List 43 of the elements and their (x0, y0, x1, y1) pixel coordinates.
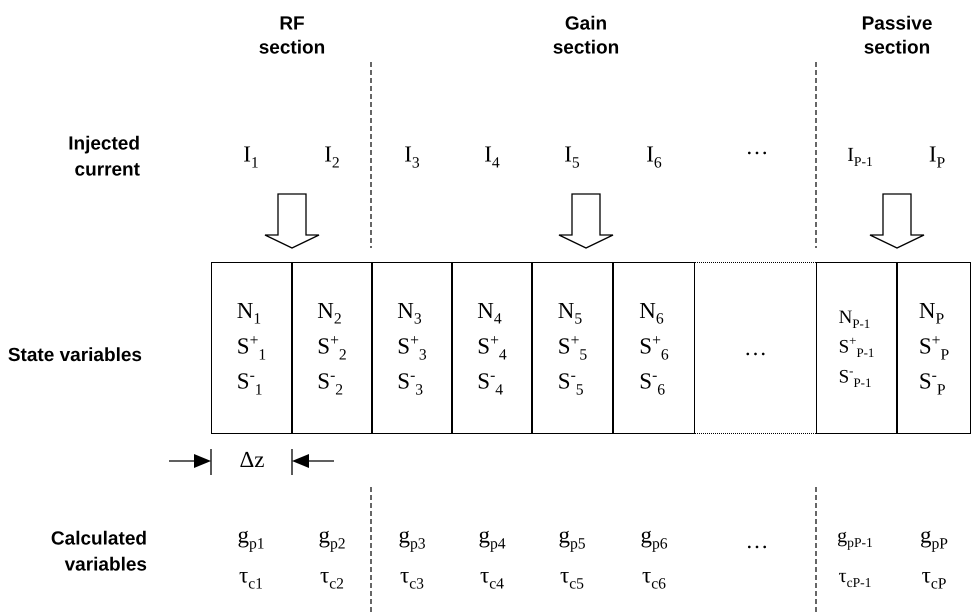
lifetime-symbol: τ$_{c5}$ (560, 562, 584, 594)
section-heading: RF section (258, 12, 326, 60)
lifetime-symbol: τ$_{c2}$ (320, 562, 344, 594)
gain-symbol: g$_{p5}$ (558, 522, 586, 554)
lifetime-symbol: τ$_{cP}$ (922, 562, 946, 594)
gain-symbol: g$_{p4}$ (478, 522, 506, 554)
current-symbol: I$_{1}$ (243, 142, 259, 172)
current-symbol: I$_{5}$ (564, 142, 580, 172)
current-symbol: I$_{3}$ (404, 142, 420, 172)
dimension-label: Δz (240, 447, 264, 473)
section-heading: Gain section (552, 12, 620, 60)
lifetime-symbol: τ$_{cP-1}$ (838, 565, 872, 591)
gain-symbol: g$_{pP}$ (920, 522, 948, 554)
row-heading: Calculated variables (50, 527, 147, 577)
gain-symbol: g$_{p3}$ (398, 522, 426, 554)
current-symbol: I$_{4}$ (484, 142, 500, 172)
gain-symbol: g$_{pP-1}$ (837, 525, 873, 551)
lifetime-symbol: τ$_{c6}$ (642, 562, 666, 594)
segment-box (897, 262, 971, 434)
ellipsis: … (746, 134, 768, 160)
lifetime-symbol: τ$_{c1}$ (239, 562, 263, 594)
gain-symbol: g$_{p6}$ (640, 522, 668, 554)
segment-box (452, 262, 532, 434)
segment-box (211, 262, 292, 434)
segment-box (532, 262, 613, 434)
segment-box (372, 262, 452, 434)
segment-box (816, 262, 897, 434)
current-symbol: I$_{2}$ (324, 142, 340, 172)
segment-box (613, 262, 695, 434)
lifetime-symbol: τ$_{c4}$ (480, 562, 504, 594)
lifetime-symbol: τ$_{c3}$ (400, 562, 424, 594)
gain-symbol: g$_{p2}$ (318, 522, 346, 554)
row-heading: State variables (6, 344, 142, 368)
current-symbol: I$_{6}$ (646, 142, 662, 172)
current-symbol: I$_{P}$ (928, 142, 946, 172)
row-heading: Injected current (67, 132, 140, 182)
current-symbol: I$_{P-1}$ (847, 144, 873, 170)
section-heading: Passive section (860, 12, 934, 60)
ellipsis: … (746, 528, 768, 554)
segment-box (292, 262, 372, 434)
ellipsis: … (744, 334, 767, 362)
ellipsis-segment (695, 262, 816, 434)
gain-symbol: g$_{p1}$ (237, 522, 265, 554)
